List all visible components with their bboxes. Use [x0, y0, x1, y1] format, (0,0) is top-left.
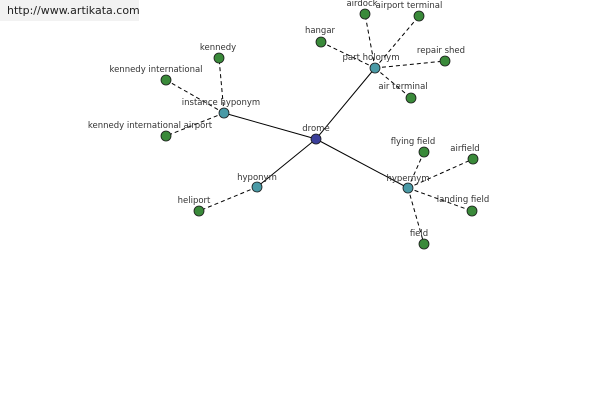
label-repair-shed: repair shed [417, 46, 465, 56]
label-hyponym: hyponym [237, 173, 277, 183]
edge-heliport [198, 186, 258, 212]
node-kennedy-international-airport[interactable] [160, 130, 172, 142]
node-landing-field[interactable] [466, 205, 478, 217]
label-kennedy: kennedy [200, 43, 236, 53]
label-hypernym: hypernym [386, 174, 429, 184]
label-airdock: airdock [346, 0, 377, 9]
node-air-terminal[interactable] [405, 92, 417, 104]
label-kennedy-international-airport: kennedy international airport [88, 121, 213, 131]
edge-field [407, 187, 425, 245]
node-kennedy[interactable] [213, 52, 225, 64]
edge-drome-instance-hyponym [223, 112, 317, 140]
edge-hangar [320, 41, 376, 69]
edge-kennedy-international-airport [165, 112, 225, 137]
node-airport-terminal[interactable] [413, 10, 425, 22]
edge-repair-shed [374, 60, 446, 69]
label-field: field [410, 229, 428, 239]
label-hangar: hangar [305, 26, 336, 36]
edge-airfield [407, 158, 474, 189]
edge-airport-terminal [374, 15, 420, 69]
label-drome: drome [302, 124, 329, 134]
label-heliport: heliport [178, 196, 211, 206]
edge-drome-hypernym [315, 138, 409, 189]
label-air-terminal: air terminal [378, 82, 427, 92]
label-flying-field: flying field [391, 137, 436, 147]
node-heliport[interactable] [193, 205, 205, 217]
node-drome[interactable] [310, 133, 322, 145]
node-flying-field[interactable] [418, 146, 430, 158]
watermark-url[interactable]: http://www.artikata.com [7, 4, 140, 17]
label-instance-hyponym: instance hyponym [182, 98, 260, 108]
node-airfield[interactable] [467, 153, 479, 165]
node-hypernym[interactable] [402, 182, 414, 194]
label-airfield: airfield [450, 144, 479, 154]
edge-airdock [364, 13, 376, 69]
node-instance-hyponym[interactable] [218, 107, 230, 119]
node-hangar[interactable] [315, 36, 327, 48]
edge-kennedy [218, 57, 225, 114]
node-field[interactable] [418, 238, 430, 250]
edge-landing-field [407, 187, 473, 212]
label-kennedy-international: kennedy international [109, 65, 202, 75]
edge-drome-part-holonym [315, 67, 376, 140]
edge-kennedy-international [165, 79, 225, 114]
label-part-holonym: part holonym [343, 53, 400, 63]
node-repair-shed[interactable] [439, 55, 451, 67]
node-kennedy-international[interactable] [160, 74, 172, 86]
edge-drome-hyponym [256, 138, 317, 188]
watermark-box: http://www.artikata.com [0, 0, 140, 21]
node-part-holonym[interactable] [369, 62, 381, 74]
node-hyponym[interactable] [251, 181, 263, 193]
edge-air-terminal [374, 67, 412, 99]
label-airport-terminal: airport terminal [376, 1, 443, 11]
label-landing-field: landing field [437, 195, 490, 205]
node-airdock[interactable] [359, 8, 371, 20]
